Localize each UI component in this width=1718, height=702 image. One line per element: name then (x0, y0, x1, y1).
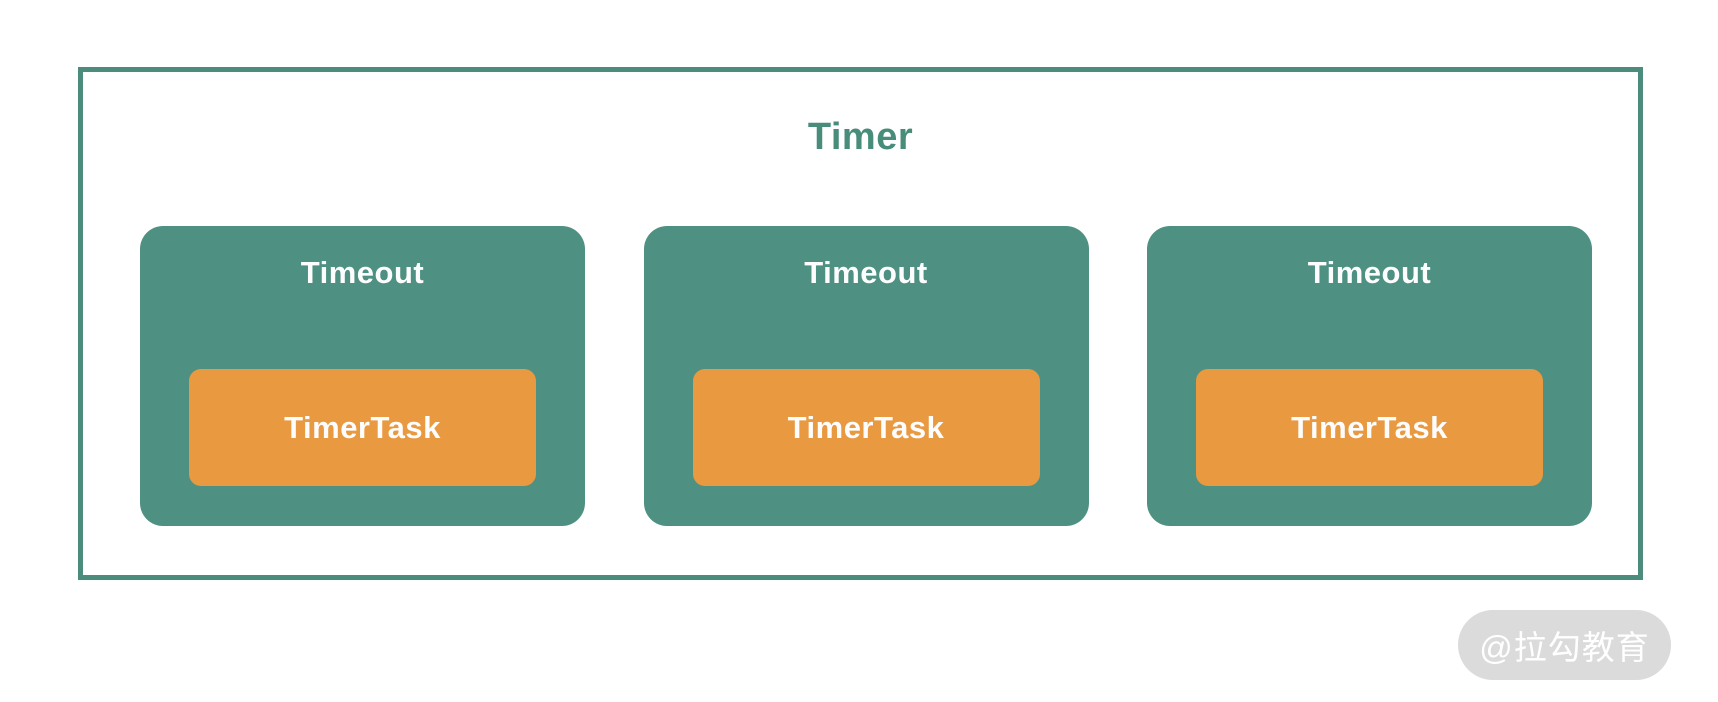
timertask-label: TimerTask (787, 409, 945, 445)
timeout-label: Timeout (300, 255, 425, 290)
timeout-box-2: Timeout TimerTask (643, 226, 1089, 526)
timertask-label: TimerTask (1291, 409, 1448, 445)
watermark-badge: @拉勾教育 (1458, 610, 1671, 680)
timeout-label: Timeout (804, 255, 928, 290)
timeout-box-3: Timeout TimerTask (1147, 226, 1592, 526)
timer-title: Timer (807, 116, 914, 158)
timer-container: Timer Timeout TimerTask Timeout TimerTas… (78, 67, 1643, 580)
timertask-label: TimerTask (284, 409, 441, 445)
timeout-label: Timeout (1307, 255, 1432, 290)
timertask-box-3: TimerTask (1196, 369, 1543, 486)
timeout-row: Timeout TimerTask Timeout TimerTask Time… (83, 226, 1638, 526)
timertask-box-2: TimerTask (692, 369, 1040, 486)
watermark-text: @拉勾教育 (1479, 629, 1650, 666)
timeout-box-1: Timeout TimerTask (140, 226, 585, 526)
timertask-box-1: TimerTask (189, 369, 536, 486)
